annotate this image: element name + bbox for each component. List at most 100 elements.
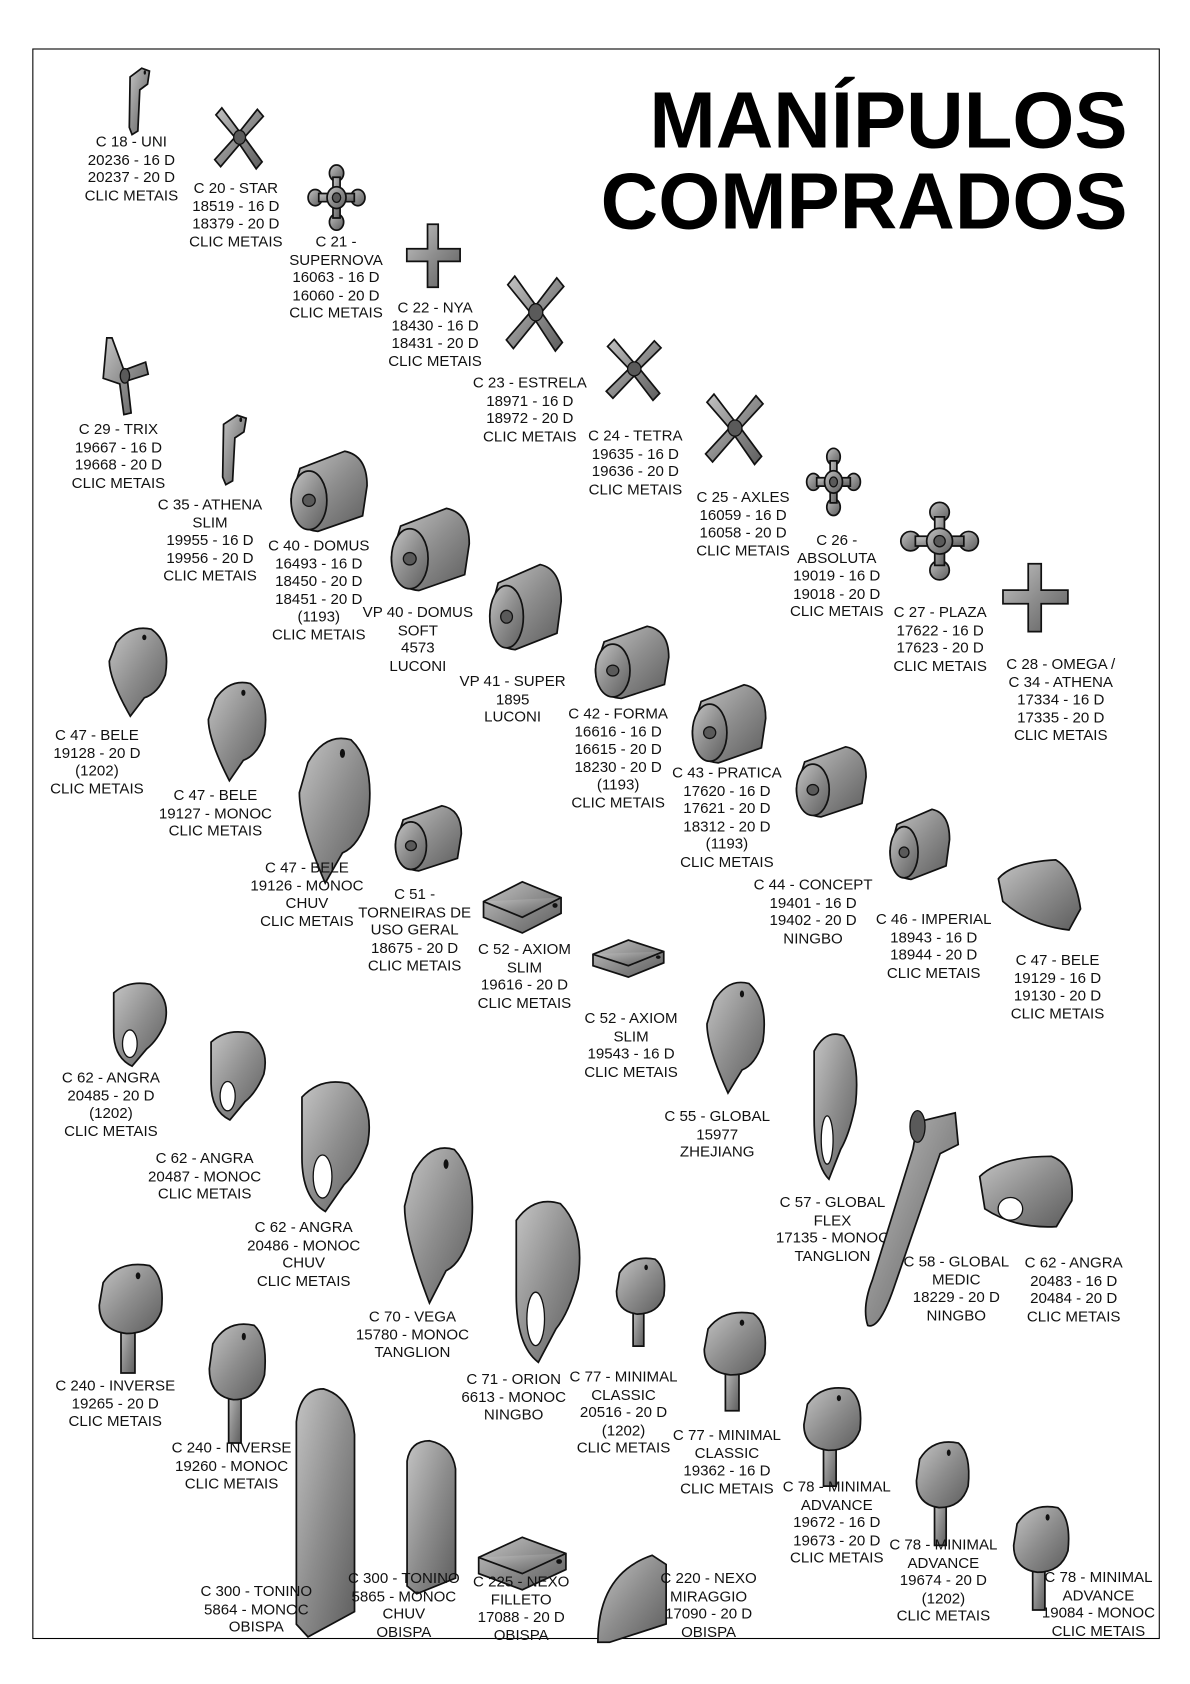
part-detail: (1193) bbox=[705, 835, 749, 853]
part-name: C 62 - ANGRA bbox=[1024, 1253, 1123, 1271]
part-detail: 17621 - 20 D bbox=[683, 799, 771, 817]
part-detail: 16616 - 16 D bbox=[574, 722, 662, 740]
part-detail: 16058 - 20 D bbox=[699, 523, 787, 541]
part-detail: 15780 - MONOC bbox=[355, 1325, 470, 1343]
part-name: C 78 - MINIMAL bbox=[889, 1535, 998, 1553]
part-name: C 29 - TRIX bbox=[78, 419, 159, 438]
part-name: C 240 - INVERSE bbox=[55, 1376, 176, 1394]
part-detail: CLIC METAIS bbox=[789, 602, 884, 620]
part-detail: LUCONI bbox=[389, 656, 447, 674]
part-detail: CLIC METAIS bbox=[189, 232, 283, 250]
part-detail: CHUV bbox=[285, 894, 329, 912]
part-detail: 19674 - 20 D bbox=[899, 1571, 987, 1589]
lshape-handle-icon bbox=[118, 62, 157, 134]
part-detail: 18971 - 16 D bbox=[486, 391, 574, 409]
part-detail: 16493 - 16 D bbox=[275, 554, 363, 572]
xcross-handle-icon bbox=[700, 388, 770, 469]
part-detail: 19955 - 16 D bbox=[166, 531, 254, 549]
part-name: C 62 - ANGRA bbox=[155, 1149, 254, 1167]
part-detail: (1193) bbox=[297, 607, 340, 626]
part-detail: 18229 - 20 D bbox=[912, 1288, 1000, 1306]
part-detail: CLIC METAIS bbox=[260, 911, 354, 930]
knobstem-handle-icon bbox=[202, 1319, 271, 1443]
part-detail: CLIC METAIS bbox=[893, 656, 987, 674]
part-detail: 19260 - MONOC bbox=[174, 1456, 289, 1474]
knobstem-handle-icon bbox=[797, 1384, 867, 1486]
part-detail: CLIC METAIS bbox=[571, 793, 665, 811]
lshape-handle-icon bbox=[210, 409, 255, 484]
title-line-1: MANÍPULOS bbox=[649, 75, 1128, 165]
part-detail: 20486 - MONOC bbox=[247, 1235, 361, 1254]
part-detail: TORNEIRAS DE bbox=[358, 903, 472, 921]
part-detail: CLIC METAIS bbox=[576, 1439, 671, 1457]
part-detail: CLIC METAIS bbox=[388, 351, 482, 370]
part-name: C 300 - TONINO bbox=[347, 1569, 460, 1587]
part-detail: 19130 - 20 D bbox=[1013, 986, 1102, 1004]
cross-handle-icon bbox=[999, 560, 1071, 635]
part-detail: 6613 - MONOC bbox=[461, 1387, 567, 1405]
part-detail: CLIC METAIS bbox=[789, 1548, 884, 1567]
part-detail: TANGLION bbox=[374, 1343, 451, 1361]
lever-handle-icon bbox=[700, 978, 770, 1093]
part-detail: OBISPA bbox=[681, 1622, 737, 1640]
part-detail: (1193) bbox=[596, 775, 640, 794]
part-detail: FILLETO bbox=[490, 1590, 552, 1608]
part-detail: 5865 - MONOC bbox=[351, 1586, 457, 1605]
part-detail: 18230 - 20 D bbox=[574, 757, 662, 776]
paddle-handle-icon bbox=[401, 1438, 466, 1594]
part-detail: CLIC METAIS bbox=[584, 1062, 678, 1080]
part-detail: 20237 - 20 D bbox=[87, 168, 175, 186]
part-detail: 15977 bbox=[696, 1124, 739, 1143]
part-name: C 71 - ORION bbox=[466, 1369, 562, 1388]
part-detail: 19668 - 20 D bbox=[74, 455, 163, 473]
part-name: C 62 - ANGRA bbox=[61, 1068, 160, 1086]
part-detail: SUPERNOVA bbox=[289, 250, 383, 268]
ballcross-handle-icon bbox=[899, 501, 980, 582]
lever-handle-icon bbox=[201, 678, 271, 780]
part-detail: CHUV bbox=[382, 1604, 426, 1623]
part-detail: 18379 - 20 D bbox=[192, 214, 280, 232]
part-detail: CLIC METAIS bbox=[163, 566, 257, 585]
part-detail: 17620 - 16 D bbox=[683, 781, 771, 799]
part-detail: 18451 - 20 D bbox=[275, 589, 363, 608]
ballcross-handle-icon bbox=[806, 447, 862, 517]
part-detail: 19956 - 20 D bbox=[166, 548, 254, 567]
part-detail: 19635 - 16 D bbox=[591, 444, 679, 462]
part-name: C 28 - OMEGA / bbox=[1006, 654, 1116, 672]
cyl-handle-icon bbox=[587, 622, 673, 700]
part-name: C 51 - bbox=[394, 885, 436, 903]
part-detail: 19126 - MONOC bbox=[250, 876, 364, 894]
part-detail: (1202) bbox=[75, 761, 119, 779]
part-name: C 46 - IMPERIAL bbox=[875, 909, 992, 928]
part-detail: 19084 - MONOC bbox=[1041, 1603, 1156, 1621]
part-detail: 18943 - 16 D bbox=[890, 927, 978, 946]
tri-handle-icon bbox=[99, 334, 151, 415]
part-detail: 17335 - 20 D bbox=[1017, 708, 1105, 726]
part-detail: LUCONI bbox=[484, 707, 542, 725]
part-name: C 47 - BELE bbox=[1015, 950, 1100, 969]
part-detail: MEDIC bbox=[931, 1270, 981, 1288]
part-detail: 5864 - MONOC bbox=[203, 1599, 309, 1618]
part-detail: 20236 - 16 D bbox=[87, 150, 175, 168]
part-detail: 20485 - 20 D bbox=[67, 1086, 155, 1104]
part-detail: USO GERAL bbox=[370, 920, 459, 939]
cyl-handle-icon bbox=[788, 743, 870, 818]
part-detail: SLIM bbox=[613, 1026, 649, 1045]
part-detail: 19401 - 16 D bbox=[769, 893, 857, 911]
quarter-handle-icon bbox=[590, 1551, 668, 1643]
part-detail: CLIC METAIS bbox=[256, 1271, 351, 1289]
